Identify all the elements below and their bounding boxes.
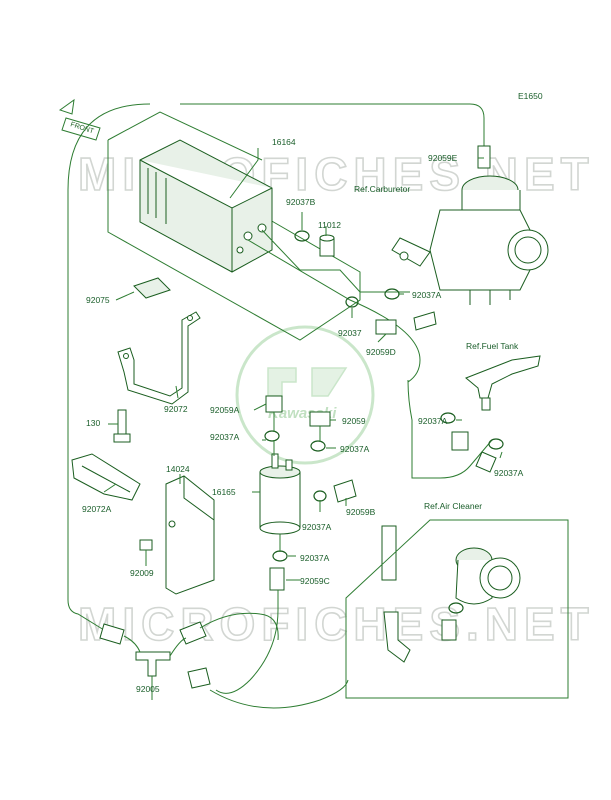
callout-16165: 16165	[212, 487, 236, 497]
strap-92072a	[71, 453, 141, 501]
callout-92037a-4: 92037A	[418, 416, 448, 426]
callout-92072: 92072	[164, 404, 188, 414]
callout-92037b: 92037B	[286, 197, 316, 207]
clip-92037a-3	[310, 440, 326, 452]
callout-92037: 92037	[338, 328, 362, 338]
callout-92059c: 92059C	[300, 576, 330, 586]
hose-canister-down	[247, 239, 421, 383]
elbow-fitting	[383, 611, 411, 663]
kawasaki-logo: Kawasaki	[235, 325, 375, 465]
clip-92037a-2	[264, 430, 280, 442]
screw-92009	[139, 539, 153, 551]
clip-92037	[345, 296, 359, 308]
leader-lines	[103, 148, 503, 686]
callout-92072a: 92072A	[82, 504, 112, 514]
carburetor	[391, 145, 549, 305]
callout-92009: 92009	[130, 568, 154, 578]
hose-line-right	[407, 379, 493, 479]
callout-92037a-1: 92037A	[412, 290, 442, 300]
outer-frame	[67, 103, 485, 631]
callout-92037a-3: 92037A	[340, 444, 370, 454]
hose-fuel-a	[451, 431, 469, 451]
hose-vertical	[381, 525, 397, 581]
air-cleaner	[441, 547, 521, 641]
clip-92037a-1	[384, 288, 400, 300]
ref-carburetor: Ref.Carburetor	[354, 184, 410, 194]
canister-box	[107, 111, 361, 341]
t-fitting-92005	[135, 651, 171, 677]
callout-92059e: 92059E	[428, 153, 458, 163]
canister-16164	[139, 139, 273, 273]
clip-92037b	[294, 230, 310, 242]
bracket-92072	[117, 311, 201, 405]
hose-92059a	[265, 395, 283, 413]
callout-92059a: 92059A	[210, 405, 240, 415]
callout-92037a-7: 92037A	[300, 553, 330, 563]
hose-bottom-line	[123, 612, 349, 709]
cover-14024	[165, 475, 215, 595]
hose-line-left	[215, 412, 321, 694]
clip-92037a-5	[313, 490, 327, 502]
clip-92037a-4	[440, 412, 456, 424]
ref-fuel-tank: Ref.Fuel Tank	[466, 341, 519, 351]
clip-92037a-4b	[488, 438, 504, 450]
air-cleaner-box	[345, 519, 569, 699]
callout-92005: 92005	[136, 684, 160, 694]
hose-92059	[309, 411, 331, 427]
pad-92075	[133, 277, 171, 299]
callout-11012: 11012	[318, 220, 341, 230]
callout-14024: 14024	[166, 464, 190, 474]
callout-92037a-5: 92037A	[494, 468, 524, 478]
hose-fuel-b	[475, 451, 497, 473]
callout-92059b: 92059B	[346, 507, 376, 517]
cap-11012	[319, 234, 335, 257]
hose-carb-lower	[413, 311, 437, 331]
hose-92059b	[333, 479, 357, 503]
callout-16164: 16164	[272, 137, 296, 147]
hose-92059d	[375, 319, 397, 335]
diagram-code: E1650	[518, 91, 543, 101]
clip-92037a-7	[272, 550, 288, 562]
bottom-hoses	[99, 621, 211, 689]
ref-air-cleaner: Ref.Air Cleaner	[424, 501, 482, 511]
callout-130: 130	[86, 418, 100, 428]
callout-92075: 92075	[86, 295, 110, 305]
callout-92037a-6: 92037A	[302, 522, 332, 532]
callout-92037a-2: 92037A	[210, 432, 240, 442]
hose-92059c	[269, 567, 285, 591]
bolt-130	[113, 409, 131, 443]
fuel-tank-fitting	[465, 355, 541, 411]
watermark-bottom: MICROFICHES.NET	[78, 598, 595, 650]
callout-92059d: 92059D	[366, 347, 396, 357]
hose-canister-to-carb	[261, 229, 410, 293]
filter-16165	[259, 453, 301, 535]
callout-92059: 92059	[342, 416, 366, 426]
